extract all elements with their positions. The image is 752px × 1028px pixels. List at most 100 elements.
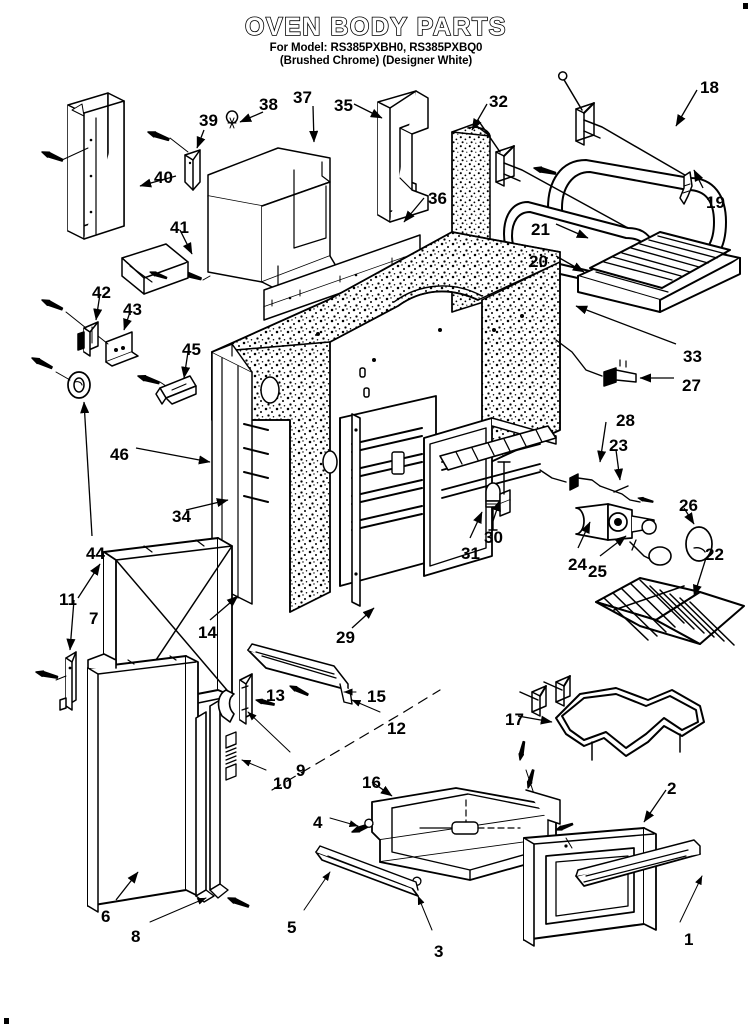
leader-34 — [185, 498, 229, 511]
callout-mounting-clip: 39 — [199, 111, 218, 130]
part-strain-relief-bushing — [67, 371, 91, 399]
part-outer-door-panel — [87, 653, 199, 913]
callout-oven-cavity-body: 33 — [683, 347, 702, 366]
part-door-hinge — [59, 651, 77, 711]
callout-anti-tip-bracket: 45 — [182, 340, 201, 359]
fastener-element-secondary — [532, 164, 557, 177]
callout-oven-light-switch: 24 — [568, 555, 587, 574]
part-mounting-clip — [184, 149, 201, 191]
leader-42 — [93, 293, 103, 321]
leader-37 — [309, 105, 319, 143]
callout-side-channel: 40 — [154, 168, 173, 187]
part-bake-element — [519, 675, 705, 761]
leader-24 — [577, 521, 591, 549]
callout-outer-door-panel: 6 — [101, 907, 111, 926]
fastener-handle-trim — [288, 683, 310, 698]
leader-22 — [693, 557, 707, 597]
part-door-spring — [225, 731, 237, 781]
callout-inner-door-frame: 11 — [59, 590, 77, 609]
callout-bake-element: 17 — [505, 710, 524, 729]
part-element-clip — [679, 171, 693, 205]
callout-side-panel: 46 — [110, 445, 129, 464]
leader-29 — [351, 607, 375, 629]
callout-interlock-switch: 42 — [92, 283, 111, 302]
callout-rear-shield: 37 — [293, 88, 312, 107]
leader-23 — [614, 449, 624, 481]
part-interlock-switch — [77, 321, 99, 357]
callout-door-spring: 10 — [273, 774, 292, 793]
callout-door-handle-trim: 15 — [367, 687, 386, 706]
callout-drawer-handle: 1 — [684, 930, 694, 949]
part-rear-bracket — [377, 90, 429, 223]
part-drawer-handle-trim — [315, 845, 419, 897]
part-door-latch-plate — [239, 673, 253, 725]
part-knob-insert — [685, 526, 713, 562]
callout-drawer-front-panel: 2 — [667, 779, 677, 798]
part-wire-harness — [539, 469, 601, 491]
callout-rear-bracket: 35 — [334, 96, 353, 115]
part-door-catch — [217, 689, 235, 723]
callout-door-trim-screw: 12 — [387, 719, 406, 738]
callout-knob-insert: 26 — [679, 496, 698, 515]
leader-19 — [693, 169, 704, 189]
page-title: OVEN BODY PARTS — [244, 13, 507, 41]
finish-line: (Brushed Chrome) (Designer White) — [279, 55, 473, 67]
part-switch-bracket — [105, 331, 139, 367]
callout-side-trim-strip: 34 — [172, 507, 191, 526]
callout-cover-plate: 41 — [170, 218, 189, 237]
part-side-channel — [67, 92, 125, 240]
callout-door-catch: 9 — [296, 761, 306, 780]
leader-46 — [135, 447, 211, 465]
leader-25 — [599, 535, 627, 557]
part-oven-liner — [339, 395, 437, 607]
part-storage-drawer — [371, 787, 561, 881]
part-oven-rack — [595, 577, 745, 646]
leader-14 — [209, 595, 239, 621]
fastener-mounting-clip — [146, 128, 171, 143]
callout-terminal-block: 23 — [609, 436, 628, 455]
callout-drawer-handle-trim: 5 — [287, 918, 297, 937]
part-anti-tip-bracket — [155, 375, 197, 405]
callout-oven-rack: 22 — [705, 545, 724, 564]
fastener-strain-relief — [30, 354, 54, 371]
part-drawer-front-panel — [523, 827, 657, 947]
fastener-door-hinge — [34, 668, 59, 681]
callout-door-hinge: 7 — [89, 609, 99, 628]
part-thermostat-capillary — [555, 339, 637, 387]
part-grommet — [225, 110, 239, 129]
leader-28 — [597, 421, 607, 463]
callout-drawer-screw-lower: 3 — [434, 942, 444, 961]
callout-door-panel-screw: 8 — [131, 927, 141, 946]
callout-insulation-wrap: 32 — [489, 92, 508, 111]
callout-front-frame: 29 — [336, 628, 355, 647]
callout-grommet: 38 — [259, 95, 278, 114]
fastener-door-panel — [226, 894, 251, 910]
callout-thermostat-capillary: 27 — [682, 376, 701, 395]
part-broiler-pan — [577, 231, 741, 313]
callout-broiler-grid-insert: 21 — [531, 220, 550, 239]
callout-broiler-pan: 20 — [529, 252, 548, 271]
leader-17 — [517, 715, 553, 725]
leader-36 — [403, 197, 425, 223]
leader-18 — [675, 89, 698, 127]
part-light-socket — [497, 461, 511, 517]
top-right-crop-mark — [743, 3, 748, 9]
leader-40 — [139, 175, 177, 188]
callout-switch-bracket: 43 — [123, 300, 142, 319]
leader-21 — [555, 223, 589, 239]
part-oven-cavity-body — [211, 231, 561, 613]
part-oven-light-switch — [575, 503, 672, 566]
callout-light-bulb: 31 — [461, 544, 480, 563]
fastener-interlock-switch — [40, 296, 64, 313]
fastener-side-channel — [40, 148, 65, 164]
leader-30 — [491, 499, 501, 525]
leader-6 — [115, 871, 139, 901]
leader-7 — [66, 599, 76, 651]
part-rear-shield — [207, 147, 337, 291]
leader-45 — [181, 351, 191, 379]
leader-16 — [371, 781, 393, 797]
leader-35 — [353, 103, 383, 119]
part-door-handle-trim — [247, 643, 353, 705]
